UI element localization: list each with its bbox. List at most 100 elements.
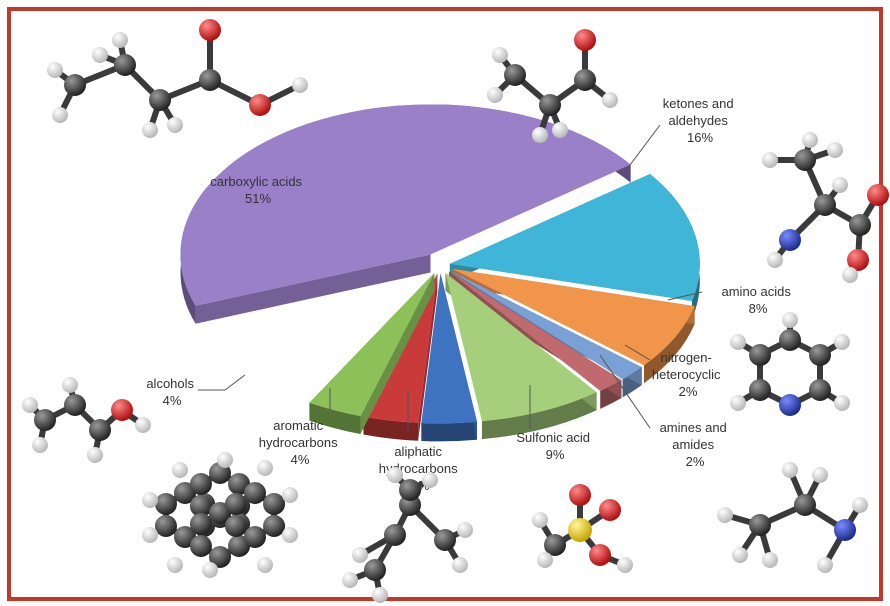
atom-C — [809, 344, 831, 366]
atom-O — [111, 399, 133, 421]
label-sulfonic-acid: Sulfonic acid 9% — [516, 430, 593, 462]
atom-H — [762, 152, 778, 168]
atom-O — [574, 29, 596, 51]
atom-H — [617, 557, 633, 573]
atom-H — [52, 107, 68, 123]
atom-H — [135, 417, 151, 433]
atom-H — [457, 522, 473, 538]
label-amines-amides: amines and amides 2% — [660, 420, 731, 469]
atom-H — [730, 395, 746, 411]
atom-C — [794, 149, 816, 171]
pie-slice-aliphatic-hydrocarbons — [421, 273, 478, 442]
atom-H — [372, 587, 388, 603]
atom-O — [249, 94, 271, 116]
pie-wedges — [180, 104, 700, 442]
pie-slice-wall — [195, 254, 431, 324]
atom-H — [552, 122, 568, 138]
atom-H — [532, 512, 548, 528]
atom-H — [142, 527, 158, 543]
molecule-carboxylic-acid — [47, 19, 308, 138]
atom-C — [814, 194, 836, 216]
atom-H — [172, 462, 188, 478]
atom-H — [167, 557, 183, 573]
leader-lines — [198, 124, 703, 430]
label-nitrogen-heterocyclic: nitrogen- heterocyclic 2% — [652, 350, 724, 399]
atom-C — [64, 394, 86, 416]
atom-C — [154, 493, 177, 515]
atom-H — [782, 462, 798, 478]
atom-H — [532, 127, 548, 143]
atom-H — [62, 377, 78, 393]
atom-H — [717, 507, 733, 523]
pie-slice-amino-acids — [452, 268, 695, 384]
molecule-amino-acid — [762, 132, 889, 283]
atom-C — [779, 329, 801, 351]
atom-H — [817, 557, 833, 573]
atom-C — [199, 69, 221, 91]
atom-H — [22, 397, 38, 413]
atom-H — [112, 32, 128, 48]
atom-C — [174, 526, 196, 548]
atom-H — [422, 472, 438, 488]
atom-H — [282, 527, 298, 543]
atom-C — [189, 473, 212, 495]
atom-C — [174, 482, 196, 504]
atom-C — [244, 482, 266, 504]
atom-H — [257, 460, 273, 476]
pie-slice-side — [421, 421, 478, 442]
molecule-illustrations — [22, 19, 889, 603]
atom-O — [569, 484, 591, 506]
atom-C — [228, 535, 251, 557]
pie-slice-nitrogen-heterocyclic — [450, 270, 642, 398]
atom-H — [292, 77, 308, 93]
atom-C — [364, 559, 386, 581]
pie-slice-top — [180, 104, 631, 306]
atom-H — [142, 122, 158, 138]
pie-slice-side — [643, 306, 695, 384]
atom-C — [504, 64, 526, 86]
atom-H — [602, 92, 618, 108]
pie-slice-wall — [360, 272, 435, 434]
leader-line-alcohols — [198, 374, 246, 391]
atom-H — [352, 547, 368, 563]
atom-C — [209, 546, 231, 568]
atom-H — [762, 552, 778, 568]
atom-H — [827, 142, 843, 158]
pie-slice-carboxylic-acids — [180, 104, 631, 324]
molecule-alcohol — [22, 377, 151, 463]
atom-C — [544, 534, 566, 556]
leader-line-ketones — [629, 124, 661, 166]
atom-H — [732, 547, 748, 563]
atom-H — [852, 497, 868, 513]
leader-line-amines — [599, 354, 651, 429]
pie-slice-sulfonic-acid — [445, 272, 597, 440]
atom-H — [782, 312, 798, 328]
atom-H — [834, 334, 850, 350]
atom-C — [849, 214, 871, 236]
label-alcohols: alcohols 4% — [146, 376, 197, 408]
atom-C — [189, 495, 212, 517]
atom-S — [568, 518, 592, 542]
pie-slice-alcohols — [309, 272, 435, 434]
label-amino-acids: amino acids 8% — [722, 284, 795, 316]
molecule-aliphatic — [342, 467, 473, 603]
leader-line-nitrogen — [624, 344, 651, 361]
atom-N — [834, 519, 856, 541]
atom-H — [47, 62, 63, 78]
atom-C — [749, 514, 771, 536]
atom-C — [89, 419, 111, 441]
atom-N — [779, 229, 801, 251]
pie-slice-top — [421, 273, 478, 424]
pie-slice-ketones-and-aldehydes — [449, 173, 700, 320]
atom-H — [92, 47, 108, 63]
pie-slice-wall — [418, 273, 438, 441]
atom-C — [224, 515, 247, 537]
atom-H — [217, 452, 233, 468]
atom-H — [387, 467, 403, 483]
atom-H — [167, 117, 183, 133]
pie-slice-side — [363, 416, 419, 441]
atom-C — [794, 494, 816, 516]
slice-labels: carboxylic acids 51% ketones and aldehyd… — [146, 96, 795, 493]
atom-C — [224, 493, 247, 515]
pie-slice-amines-and-amides — [449, 271, 622, 409]
